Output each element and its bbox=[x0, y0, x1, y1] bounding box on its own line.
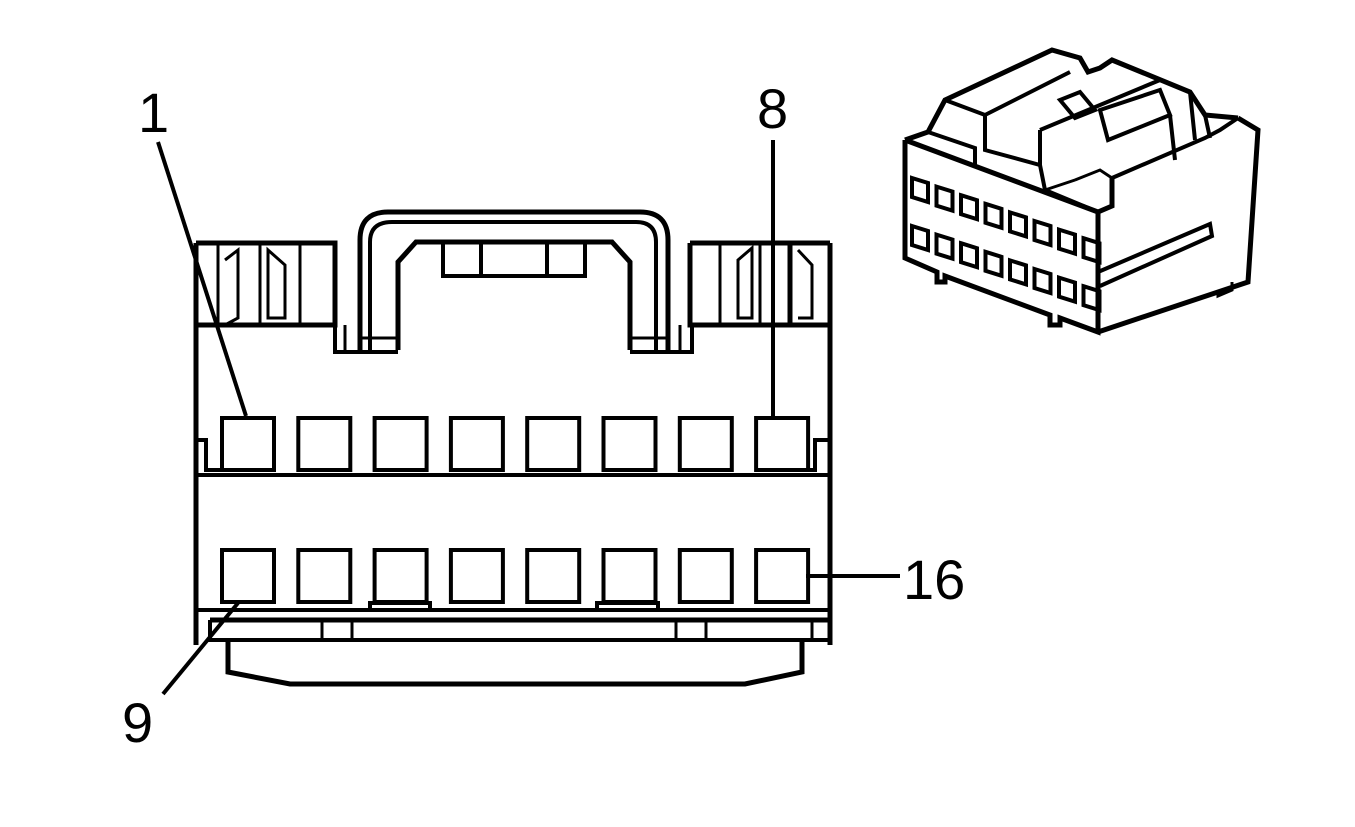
label-pin-16: 16 bbox=[903, 548, 965, 611]
pin-cavity-5 bbox=[525, 416, 582, 472]
bottom-ridges bbox=[368, 601, 660, 610]
connector-front-view bbox=[193, 209, 833, 687]
iso-cavity-top-3 bbox=[959, 192, 979, 222]
iso-cavity-top-8 bbox=[1081, 235, 1102, 265]
pin-cavity-7 bbox=[677, 416, 734, 472]
callout-line-pin1 bbox=[156, 141, 248, 417]
pin-cavity-8 bbox=[754, 416, 811, 472]
pin-cavity-1 bbox=[220, 416, 276, 472]
iso-cavity-top-7 bbox=[1057, 226, 1077, 257]
pin-cavity-2 bbox=[296, 416, 353, 472]
pin-row-bottom bbox=[220, 548, 811, 604]
iso-cavity-top-6 bbox=[1032, 218, 1053, 248]
pin-cavity-16 bbox=[754, 548, 811, 604]
pin-cavity-10 bbox=[296, 548, 353, 604]
pin-cavity-4 bbox=[448, 416, 505, 472]
pin-cavity-6 bbox=[601, 416, 658, 472]
iso-cavity-top-2 bbox=[934, 183, 955, 214]
connector-isometric-view bbox=[902, 47, 1261, 336]
housing-mid-band bbox=[196, 323, 830, 612]
iso-cavity-top-4 bbox=[983, 201, 1004, 231]
pin-cavity-12 bbox=[448, 548, 505, 604]
iso-cavity-bottom-7 bbox=[1057, 274, 1077, 305]
right-ribs bbox=[718, 243, 814, 325]
iso-cavity-bottom-1 bbox=[910, 223, 930, 253]
left-side-tab bbox=[196, 438, 222, 472]
iso-cavity-bottom-2 bbox=[934, 231, 955, 262]
base-flange bbox=[208, 617, 830, 687]
label-pin-1: 1 bbox=[138, 81, 169, 144]
left-ribs bbox=[216, 243, 302, 327]
iso-cavity-top-5 bbox=[1008, 209, 1028, 240]
pin-row-top bbox=[220, 416, 811, 472]
pin-cavity-11 bbox=[372, 548, 429, 604]
pin-cavity-14 bbox=[601, 548, 658, 604]
pin-cavity-3 bbox=[372, 416, 429, 472]
label-pin-9: 9 bbox=[122, 691, 153, 754]
pin-cavity-15 bbox=[677, 548, 734, 604]
pin-cavity-9 bbox=[220, 548, 276, 604]
iso-cavity-bottom-3 bbox=[959, 240, 979, 270]
iso-cavity-bottom-4 bbox=[983, 249, 1004, 279]
isometric-pin-cavities bbox=[910, 175, 1102, 313]
iso-cavity-bottom-5 bbox=[1008, 257, 1028, 288]
callout-line-pin9 bbox=[161, 601, 240, 696]
housing-outline bbox=[193, 243, 833, 645]
pin-cavity-13 bbox=[525, 548, 582, 604]
iso-cavity-bottom-6 bbox=[1032, 266, 1053, 296]
iso-cavity-bottom-8 bbox=[1081, 283, 1102, 313]
label-pin-8: 8 bbox=[757, 77, 788, 140]
latch bbox=[333, 209, 694, 354]
iso-cavity-top-1 bbox=[910, 175, 930, 205]
callout-lines bbox=[156, 140, 900, 696]
